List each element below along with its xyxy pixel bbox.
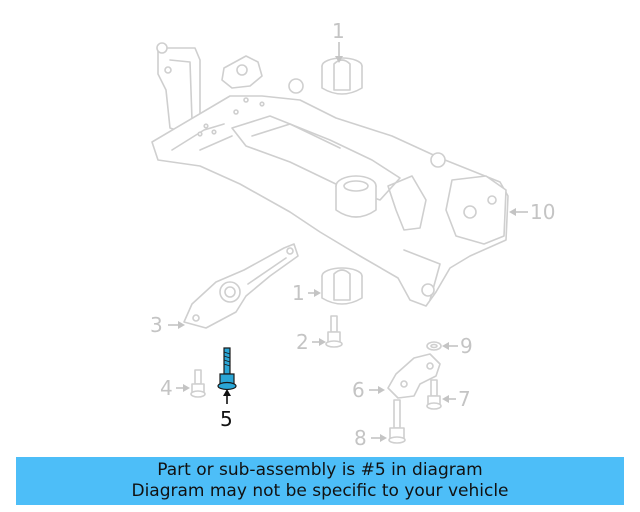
bracket-part-6[interactable] (387, 353, 441, 399)
banner-line-1: Part or sub-assembly is #5 in diagram (157, 460, 483, 480)
callout-6: 6 (352, 378, 365, 402)
bolt-part-4[interactable] (190, 369, 206, 398)
mount-bushing-mid-part-1[interactable] (321, 267, 363, 305)
bolt-part-8[interactable] (388, 399, 406, 444)
callout-8: 8 (354, 426, 367, 450)
washer-part-9[interactable] (426, 341, 442, 351)
parts-diagram: 1 10 3 1 2 9 4 5 6 7 8 (150, 19, 555, 450)
info-banner: Part or sub-assembly is #5 in diagram Di… (16, 457, 624, 505)
torque-rod-part-3[interactable] (183, 243, 299, 329)
callout-3: 3 (150, 313, 163, 337)
callout-10: 10 (530, 200, 555, 224)
callout-5: 5 (220, 407, 233, 431)
callout-4: 4 (160, 376, 173, 400)
bolt-part-2[interactable] (325, 315, 343, 348)
callout-9: 9 (460, 334, 473, 358)
callout-7: 7 (458, 387, 471, 411)
callout-1-top: 1 (332, 19, 345, 43)
mount-bushing-top-part-1[interactable] (321, 57, 363, 95)
callout-1-mid: 1 (292, 281, 305, 305)
callout-2: 2 (296, 330, 309, 354)
highlighted-bolt-part-5[interactable] (217, 347, 237, 391)
banner-line-2: Diagram may not be specific to your vehi… (131, 481, 509, 501)
subframe-part-10[interactable] (151, 42, 509, 307)
bolt-part-7[interactable] (426, 379, 442, 410)
leader-lines (168, 42, 528, 442)
